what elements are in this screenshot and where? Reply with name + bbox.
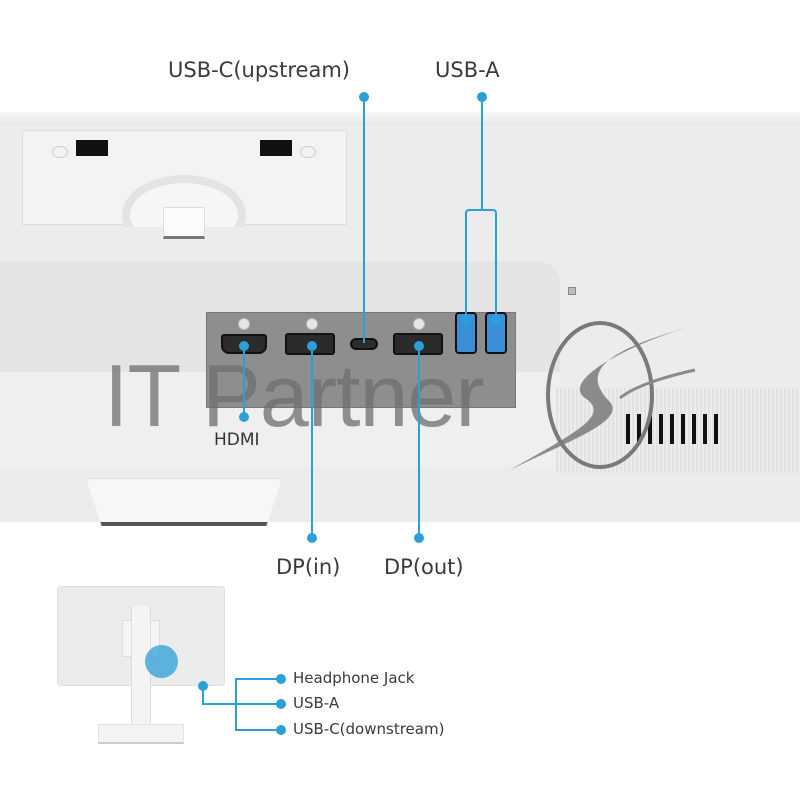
callout-dot: [276, 674, 286, 684]
label-hdmi: HDMI: [214, 430, 260, 450]
callout-bracket-usb-a: [465, 209, 497, 319]
mount-hole-right: [300, 146, 316, 158]
callout-line-hdmi: [243, 346, 245, 416]
mount-latch: [163, 207, 205, 239]
callout-dot: [307, 533, 317, 543]
screw-icon: [413, 318, 425, 330]
screw-icon: [306, 318, 318, 330]
callout-dot: [414, 533, 424, 543]
callout-line-side: [235, 703, 280, 705]
thumbnail-base: [98, 724, 184, 744]
mount-slot-right: [260, 140, 292, 156]
callout-dot: [276, 699, 286, 709]
callout-line-dp-in: [311, 346, 313, 536]
watermark-text: IT Partner: [104, 346, 485, 445]
callout-dot: [239, 412, 249, 422]
mount-slot-left: [76, 140, 108, 156]
label-headphone-jack: Headphone Jack: [293, 669, 415, 687]
callout-line-side: [235, 678, 280, 680]
indicator-dot: [568, 287, 576, 295]
monitor-top-edge: [0, 112, 800, 126]
label-usb-c-downstream: USB-C(downstream): [293, 720, 445, 738]
screw-icon: [238, 318, 250, 330]
label-usb-a-top: USB-A: [435, 58, 500, 82]
mount-hole-left: [52, 146, 68, 158]
callout-line-usb-c: [363, 97, 365, 343]
callout-dot: [491, 315, 501, 325]
callout-line-side: [235, 729, 280, 731]
label-usb-a-side: USB-A: [293, 694, 340, 712]
callout-line-side: [202, 686, 204, 705]
thumbnail-highlight: [145, 645, 178, 678]
callout-line-usb-a: [481, 97, 483, 210]
stand-neck: [86, 478, 282, 526]
callout-dot: [276, 725, 286, 735]
callout-line-side: [202, 703, 238, 705]
callout-line-dp-out: [418, 346, 420, 536]
watermark-logo-icon: [510, 321, 696, 470]
label-dp-in: DP(in): [276, 555, 341, 579]
label-dp-out: DP(out): [384, 555, 464, 579]
label-usb-c-upstream: USB-C(upstream): [168, 58, 350, 82]
callout-dot: [461, 315, 471, 325]
